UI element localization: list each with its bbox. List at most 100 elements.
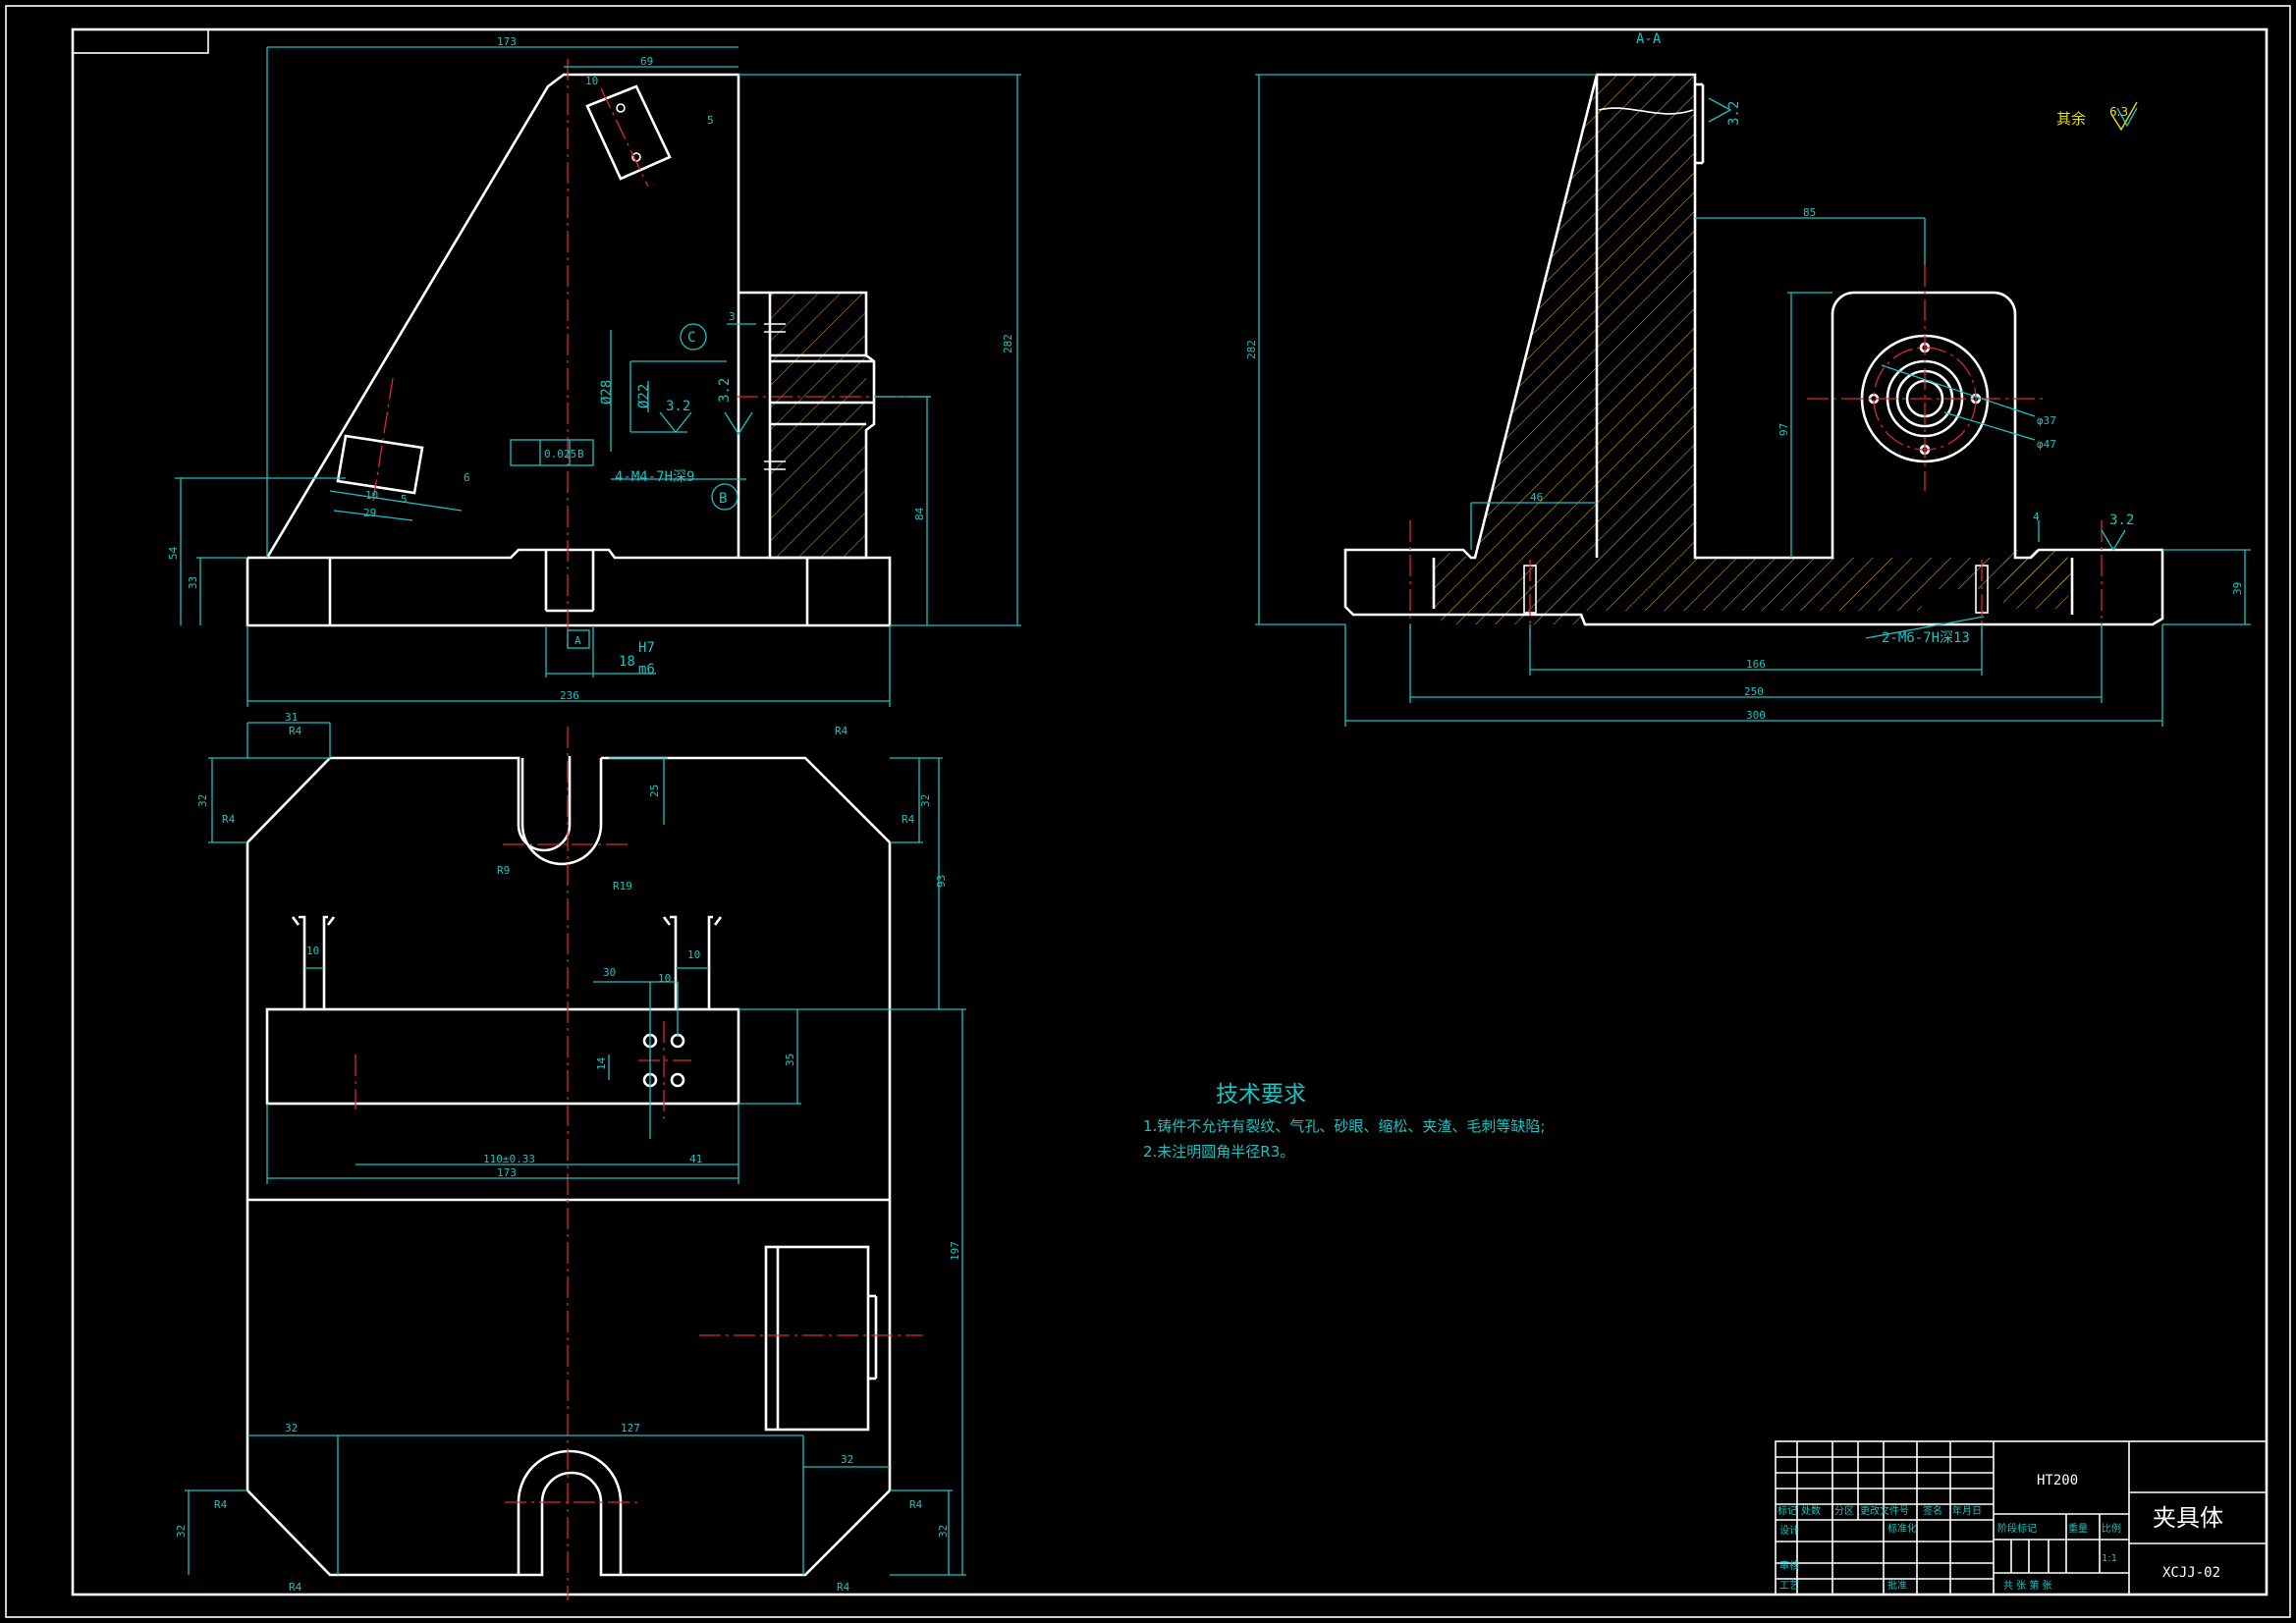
dim-text: R4 — [222, 813, 236, 826]
section-view — [1255, 73, 2251, 727]
dim-text: R4 — [902, 813, 915, 826]
tb-drawing-no: XCJJ-02 — [2162, 1565, 2220, 1581]
dim-text: 32 — [919, 794, 932, 807]
dim-text: 84 — [913, 507, 926, 520]
dim-text: 10 — [658, 972, 671, 985]
dim-text: φ47 — [2037, 438, 2056, 451]
roughness-text: 3.2 — [1726, 101, 1742, 126]
tb-mid-label: 批准 — [1887, 1579, 1907, 1592]
tb-mid-label: 标准化 — [1887, 1522, 1917, 1535]
fit-lower: m6 — [638, 662, 655, 677]
dim-text: 46 — [1530, 491, 1543, 504]
tb-scale: 1:1 — [2102, 1553, 2117, 1564]
tb-part-name: 夹具体 — [2153, 1504, 2223, 1532]
tb-header-label: 处数 — [1801, 1504, 1821, 1517]
front-view-dims: 173 69 10 5 282 C Ø28 Ø22 3.2 3.2 3 0.02… — [167, 35, 1014, 702]
dim-text: 32 — [841, 1453, 853, 1466]
dim-text: R19 — [613, 880, 632, 893]
tech-req-title: 技术要求 — [1216, 1082, 1306, 1108]
dim-text: 4 — [2033, 511, 2040, 523]
dim-text: 31 — [285, 711, 298, 724]
dim-text: R4 — [214, 1498, 228, 1511]
outer-frame — [5, 5, 2291, 1618]
tolerance-datum: B — [577, 448, 584, 460]
fit-upper: H7 — [638, 640, 655, 656]
dim-text: 5 — [401, 493, 408, 506]
thread-callout: 4-M4-7H深9 — [615, 469, 694, 485]
top-view-dims: 31 R4 R4 32 R4 25 R9 R19 R4 32 93 10 30 … — [175, 711, 961, 1594]
dim-text: R4 — [909, 1498, 923, 1511]
dim-text: 250 — [1744, 685, 1764, 698]
dim-text: 32 — [285, 1422, 298, 1434]
tech-req-item: 2.未注明圆角半径R3。 — [1143, 1143, 1294, 1161]
roughness-note-label: 其余 — [2056, 110, 2086, 128]
roughness-symbol-icon — [2110, 101, 2138, 132]
dim-text: 14 — [595, 1056, 608, 1070]
title-block — [1775, 1440, 2268, 1596]
inner-frame — [71, 27, 2269, 1596]
dim-text: φ37 — [2037, 414, 2056, 427]
dim-text: 10 — [585, 75, 598, 87]
dim-text: 166 — [1746, 658, 1766, 671]
tb-row-label: 审核 — [1779, 1559, 1799, 1572]
tb-header-label: 签名 — [1923, 1504, 1942, 1517]
section-label: A-A — [1636, 31, 1662, 47]
tb-right-label: 阶段标记 — [1997, 1522, 2037, 1535]
dim-text: 85 — [1803, 206, 1816, 219]
dim-text: 25 — [648, 784, 661, 797]
thread-callout: 2-M6-7H深13 — [1882, 630, 1970, 646]
roughness-text: 3.2 — [2109, 513, 2134, 528]
dim-text: 10 — [687, 948, 700, 961]
tb-footer: 共 张 第 张 — [2003, 1579, 2052, 1592]
dim-text: 282 — [1002, 334, 1014, 353]
dim-text: 54 — [167, 546, 180, 560]
dim-text: 32 — [196, 794, 209, 807]
roughness-text: 3.2 — [666, 399, 690, 414]
tb-header-label: 年月日 — [1952, 1504, 1982, 1517]
dim-text: R4 — [289, 1581, 302, 1594]
section-view-dims: A-A 3.2 85 282 97 φ37 φ47 46 4 3.2 39 2-… — [1245, 31, 2244, 722]
dim-text: 3 — [729, 310, 736, 323]
dim-text: 97 — [1777, 423, 1790, 436]
dim-text: 35 — [784, 1054, 796, 1066]
dim-text: 282 — [1245, 340, 1258, 359]
datum-a: A — [574, 634, 581, 647]
roughness-text: 3.2 — [717, 378, 733, 403]
dim-text: 18 — [619, 654, 635, 670]
corner-box — [72, 28, 209, 54]
datum-c: C — [687, 330, 695, 346]
dim-text: 33 — [187, 576, 199, 589]
tb-row-label: 设计 — [1779, 1524, 1799, 1537]
dim-text: 300 — [1746, 709, 1766, 722]
dim-text: 69 — [640, 55, 653, 68]
tb-right-label: 比例 — [2102, 1522, 2121, 1535]
dim-text: 10 — [306, 945, 319, 957]
datum-b: B — [719, 491, 727, 507]
dim-text: 236 — [560, 689, 579, 702]
tolerance-value: 0.025 — [544, 448, 576, 460]
dim-text: R4 — [289, 725, 302, 737]
roughness-note-value: 6.3 — [2109, 105, 2128, 119]
dim-text: R4 — [837, 1581, 850, 1594]
dim-text: 6 — [464, 471, 470, 484]
dim-text: 173 — [497, 1166, 517, 1179]
dim-text: 197 — [949, 1241, 961, 1261]
dim-text: R4 — [835, 725, 848, 737]
dim-text: 29 — [363, 507, 376, 519]
section-hatch — [1434, 75, 2072, 624]
tech-req-item: 1.铸件不允许有裂纹、气孔、砂眼、缩松、夹渣、毛刺等缺陷; — [1143, 1117, 1545, 1135]
dim-text: 93 — [935, 875, 948, 888]
dim-text: R9 — [497, 864, 510, 877]
dim-text: 173 — [497, 35, 517, 48]
dim-text: 39 — [2231, 582, 2244, 595]
dim-text: 32 — [175, 1525, 188, 1538]
section-hatch-right — [2003, 550, 2068, 609]
tb-header-label: 标记 — [1777, 1505, 1797, 1517]
tb-header-label: 分区 — [1834, 1505, 1854, 1517]
title-block-text: 标记 处数 分区 更改文件号 签名 年月日 设计 审核 工艺 标准化 批准 HT… — [1777, 1473, 2223, 1592]
top-view — [185, 722, 966, 1600]
dim-text: 32 — [937, 1525, 950, 1538]
dim-text: 41 — [689, 1153, 702, 1165]
dim-text: Ø28 — [599, 380, 615, 405]
